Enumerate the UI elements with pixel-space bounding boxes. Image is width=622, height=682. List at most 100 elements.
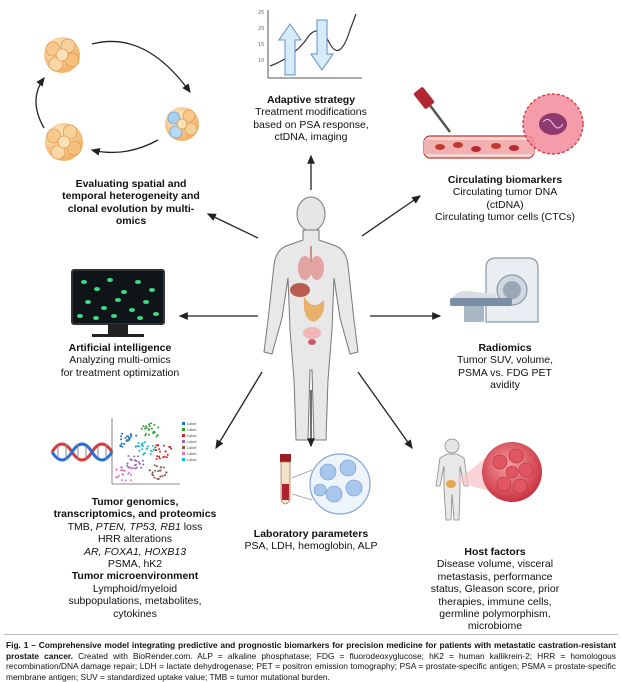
tsne-point bbox=[151, 471, 154, 474]
psa-plot-icon: 25 20 15 10 bbox=[258, 10, 362, 79]
tsne-point bbox=[152, 474, 155, 477]
adaptive-line-1: Treatment modifications bbox=[255, 106, 367, 119]
human-figure-icon bbox=[263, 196, 359, 441]
tsne-point bbox=[153, 431, 156, 433]
tsne-point bbox=[140, 466, 143, 469]
tsne-point bbox=[153, 423, 156, 426]
tsne-point bbox=[158, 469, 161, 472]
svg-text:20: 20 bbox=[258, 26, 264, 32]
svg-text:Label: Label bbox=[187, 428, 196, 432]
svg-text:Label: Label bbox=[187, 422, 196, 426]
genomics-line-1: TMB, PTEN, TP53, RB1 loss bbox=[40, 521, 230, 533]
svg-text:10: 10 bbox=[258, 58, 264, 64]
tsne-point bbox=[134, 445, 137, 448]
tsne-point bbox=[148, 428, 151, 431]
tsne-point bbox=[142, 425, 145, 428]
tsne-point bbox=[165, 456, 168, 459]
tsne-point bbox=[155, 465, 158, 468]
tsne-point bbox=[147, 433, 150, 436]
tsne-point bbox=[144, 432, 147, 435]
tsne-point bbox=[164, 450, 167, 453]
tsne-point bbox=[134, 467, 137, 470]
adaptive-strategy-label: Adaptive strategy Treatment modification… bbox=[226, 94, 396, 144]
tsne-point bbox=[133, 455, 136, 458]
tsne-point bbox=[126, 462, 129, 465]
tsne-point bbox=[150, 422, 152, 425]
microenvironment-line-3: cytokines bbox=[113, 607, 157, 620]
tsne-point bbox=[120, 435, 123, 438]
tsne-point bbox=[138, 449, 141, 452]
tsne-point bbox=[154, 446, 157, 449]
tsne-point bbox=[150, 427, 153, 430]
tsne-point bbox=[166, 453, 169, 456]
tsne-point bbox=[159, 450, 161, 453]
figure-caption: Fig. 1 – Comprehensive model integrating… bbox=[6, 640, 616, 682]
tsne-point bbox=[137, 461, 140, 463]
tsne-point bbox=[144, 425, 147, 428]
svg-text:Label: Label bbox=[187, 446, 196, 450]
monitor-icon bbox=[71, 269, 165, 337]
tsne-point bbox=[148, 425, 151, 428]
tsne-point bbox=[168, 445, 171, 448]
tsne-point bbox=[141, 442, 144, 445]
ai-line-2: for treatment optimization bbox=[60, 366, 180, 379]
tsne-point bbox=[148, 423, 151, 426]
tsne-point bbox=[141, 448, 143, 451]
tsne-point bbox=[163, 474, 166, 477]
microenvironment-line-2: subpopulations, metabolites, bbox=[68, 595, 202, 608]
tsne-point bbox=[125, 439, 128, 442]
tsne-point bbox=[156, 477, 159, 480]
tsne-point bbox=[133, 459, 136, 462]
tsne-point bbox=[142, 453, 145, 456]
genomics-line-4: PSMA, hK2 bbox=[107, 558, 163, 571]
genomics-line-1-suffix: loss bbox=[180, 520, 203, 533]
genomics-title-1: Tumor genomics, bbox=[91, 496, 179, 508]
radiomics-line-2: PSMA vs. FDG PET bbox=[458, 366, 552, 379]
tsne-point bbox=[120, 469, 123, 472]
tsne-point bbox=[130, 479, 132, 482]
tsne-point bbox=[162, 444, 165, 447]
microenvironment-title: Tumor microenvironment bbox=[71, 570, 199, 583]
evaluating-line-4: omics bbox=[115, 215, 147, 228]
adaptive-title: Adaptive strategy bbox=[266, 94, 356, 106]
tsne-point bbox=[119, 445, 122, 447]
tsne-point bbox=[152, 432, 155, 435]
radiomics-title: Radiomics bbox=[478, 342, 532, 354]
genomics-line-3: AR, FOXA1, HOXB13 bbox=[83, 545, 187, 558]
tsne-point bbox=[170, 447, 173, 450]
tsne-point bbox=[130, 434, 133, 437]
tsne-point bbox=[162, 456, 165, 459]
tsne-point bbox=[153, 448, 156, 451]
tsne-point bbox=[153, 464, 156, 467]
tsne-point bbox=[124, 479, 127, 482]
host-line-5: germline polymorphism, bbox=[439, 608, 551, 621]
cell-cluster-icon bbox=[35, 37, 199, 161]
tsne-point bbox=[156, 455, 159, 458]
tsne-point bbox=[115, 468, 118, 471]
radiomics-line-3: avidity bbox=[490, 379, 520, 392]
tsne-point bbox=[140, 443, 143, 446]
tsne-point bbox=[147, 445, 149, 448]
svg-text:25: 25 bbox=[258, 10, 264, 16]
tsne-point bbox=[154, 469, 157, 472]
tsne-point bbox=[149, 452, 152, 455]
tsne-point bbox=[142, 463, 145, 466]
host-body-icon bbox=[435, 438, 542, 521]
svg-text:Label: Label bbox=[187, 434, 196, 438]
svg-text:Label: Label bbox=[187, 440, 196, 444]
connector-arrows bbox=[178, 154, 442, 450]
diagram-graphics: 25 20 15 10 bbox=[35, 10, 584, 521]
tsne-point bbox=[158, 448, 161, 451]
tsne-point bbox=[160, 466, 163, 469]
tsne-point bbox=[156, 434, 159, 436]
tsne-point bbox=[120, 438, 123, 441]
host-line-2: metastasis, performance bbox=[437, 570, 553, 583]
tsne-point bbox=[153, 476, 156, 479]
tsne-point bbox=[126, 464, 129, 467]
genomics-line-2: HRR alterations bbox=[97, 533, 173, 546]
tsne-point bbox=[135, 434, 138, 437]
microenvironment-line-1: Lymphoid/myeloid bbox=[92, 582, 178, 595]
tsne-point bbox=[137, 455, 140, 458]
tsne-point bbox=[157, 426, 160, 429]
